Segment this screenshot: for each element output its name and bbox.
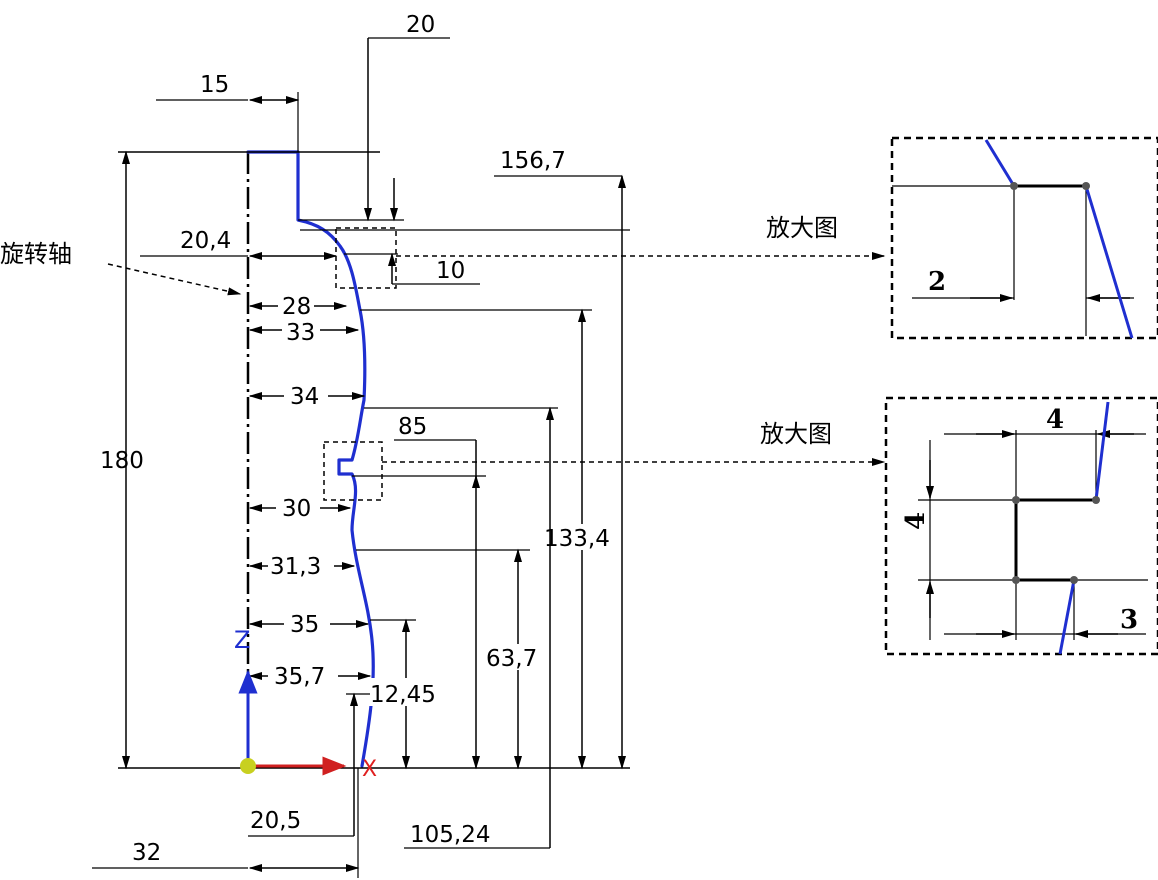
detail-bot-pt2 <box>1012 496 1020 504</box>
detail-bot-pt3 <box>1012 576 1020 584</box>
z-axis-label: Z <box>234 626 250 654</box>
dim-20-text: 20 <box>406 12 435 38</box>
dim-63-bg <box>484 644 546 670</box>
detail-bot-pt4 <box>1070 576 1078 584</box>
detail-top-pt2 <box>1082 182 1090 190</box>
origin-x-label: X <box>362 757 377 782</box>
dim-20-4-text: 20,4 <box>180 228 231 254</box>
zoom-label-top: 放大图 <box>766 214 838 242</box>
dim-31-text: 31,3 <box>270 554 321 580</box>
detail-bot-dim-4-side: 4 <box>901 512 931 530</box>
detail-top-dim-2: 2 <box>928 267 946 297</box>
zoom-label-bottom: 放大图 <box>760 420 832 448</box>
detail-box-top <box>890 136 1158 340</box>
dim-35-7-bg <box>268 662 338 688</box>
dim-133-bg <box>544 524 620 550</box>
dim-10-text: 10 <box>436 258 465 284</box>
dim-33-bg <box>282 318 320 342</box>
dim-180-text: 180 <box>100 448 144 474</box>
dim-35-bg <box>284 610 330 636</box>
dim-28-bg <box>278 292 314 316</box>
origin-marker <box>240 758 256 774</box>
detail-marker-bottom <box>323 441 383 501</box>
detail-bot-groove <box>1014 498 1096 582</box>
dim-30-text: 30 <box>282 496 311 522</box>
dim-34-bg <box>284 382 328 408</box>
dim-35-text: 35 <box>290 612 319 638</box>
detail-bot-profile-top <box>1094 401 1110 501</box>
dim-12-bg <box>368 678 444 706</box>
dim-20-5-text: 20,5 <box>250 808 301 834</box>
dim-28-text: 28 <box>282 294 311 320</box>
axis-label: 旋转轴 <box>0 240 72 268</box>
dim-15-text: 15 <box>200 72 229 98</box>
detail-bot-profile-bottom <box>1058 579 1076 655</box>
dim-105-text: 105,24 <box>410 822 490 848</box>
dim-85-text: 85 <box>398 414 427 440</box>
detail-bot-dim-4-top: 4 <box>1046 405 1064 435</box>
dim-31-bg <box>268 552 334 578</box>
detail-bot-dim-3: 3 <box>1120 605 1138 635</box>
detail-marker-top <box>335 227 397 289</box>
axis-leader <box>107 263 242 296</box>
dim-133-text: 133,4 <box>544 526 610 552</box>
dim-30-bg <box>276 494 320 520</box>
dim-35-7-text: 35,7 <box>274 664 325 690</box>
dim-156-text: 156,7 <box>500 148 566 174</box>
dim-63-text: 63,7 <box>486 646 537 672</box>
detail-top-profile <box>984 139 1134 339</box>
dim-12-text: 12,45 <box>370 682 436 708</box>
detail-box-bottom <box>884 396 1158 656</box>
dim-33-text: 33 <box>286 320 315 346</box>
detail-bot-pt1 <box>1092 496 1100 504</box>
dim-34-text: 34 <box>290 384 319 410</box>
profile-curve <box>246 150 375 768</box>
detail-top-pt1 <box>1010 182 1018 190</box>
dim-32-text: 32 <box>132 840 161 866</box>
